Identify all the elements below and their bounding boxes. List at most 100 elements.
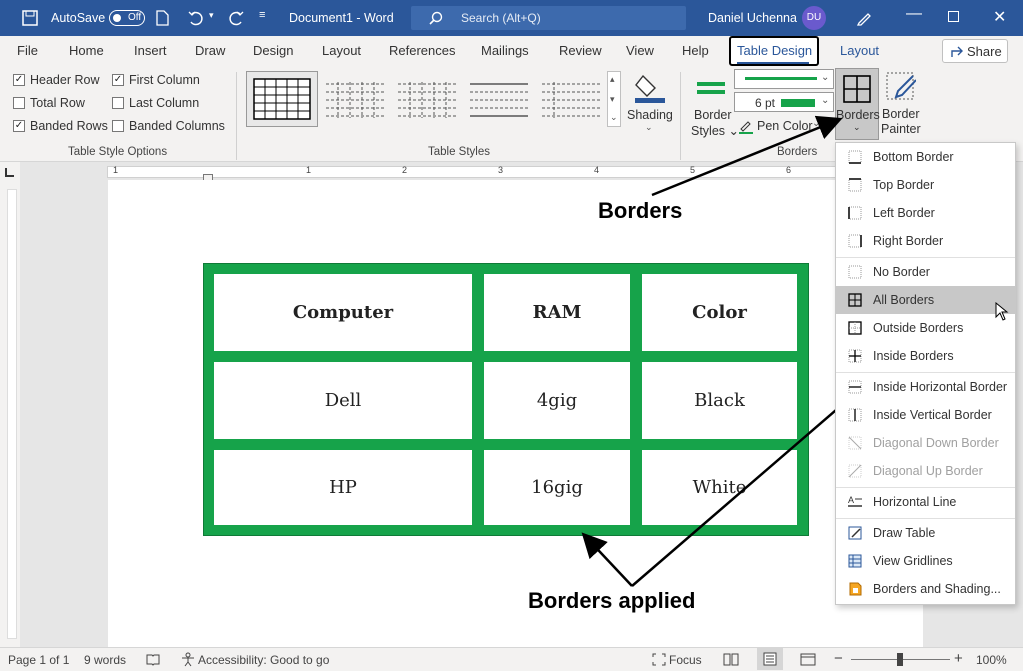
menu-item-borders-and-shading[interactable]: Borders and Shading... <box>836 575 1015 603</box>
table-cell[interactable]: Dell <box>213 361 473 440</box>
menu-item-bottom-border[interactable]: Bottom Border <box>836 143 1015 171</box>
tab-draw[interactable]: Draw <box>195 43 226 58</box>
total-row-checkbox[interactable] <box>13 97 25 109</box>
menu-item-draw-table[interactable]: Draw Table <box>836 519 1015 547</box>
table-style-grid-selected[interactable] <box>246 71 318 127</box>
border-painter-button[interactable]: Border Painter <box>880 68 922 140</box>
zoom-level[interactable]: 100% <box>976 653 1007 667</box>
table-style-3[interactable] <box>394 74 462 124</box>
menu-item-inside-vertical-border[interactable]: Inside Vertical Border <box>836 401 1015 429</box>
tab-view[interactable]: View <box>626 43 654 58</box>
menu-item-label: All Borders <box>873 293 935 307</box>
pen-color-label: Pen Color <box>757 119 813 133</box>
gallery-scroll[interactable]: ▴ ▾ ⌄ <box>607 71 621 127</box>
close-icon[interactable]: ✕ <box>993 9 1007 26</box>
focus-button[interactable]: Focus <box>669 653 702 667</box>
tab-insert[interactable]: Insert <box>134 43 167 58</box>
focus-icon[interactable] <box>652 653 666 666</box>
read-mode-icon[interactable] <box>723 653 739 666</box>
gallery-up-icon[interactable]: ▴ <box>610 74 615 84</box>
pen-icon[interactable] <box>856 10 872 26</box>
web-layout-icon[interactable] <box>800 653 816 666</box>
zoom-out-icon[interactable]: − <box>834 650 843 667</box>
menu-item-inside-borders[interactable]: Inside Borders <box>836 342 1015 370</box>
ribbon-tabs: File Home Insert Draw Design Layout Refe… <box>0 36 1023 66</box>
table-grid-icon <box>253 78 311 120</box>
new-file-icon[interactable] <box>155 10 169 26</box>
tab-selector-icon[interactable] <box>5 168 14 177</box>
redo-icon[interactable] <box>227 10 245 26</box>
menu-item-right-border[interactable]: Right Border <box>836 227 1015 255</box>
first-column-checkbox[interactable]: ✓ <box>112 74 124 86</box>
table-style-5[interactable] <box>538 74 606 124</box>
search-box[interactable]: Search (Alt+Q) <box>411 6 686 30</box>
share-icon <box>951 46 963 57</box>
last-column-checkbox[interactable] <box>112 97 124 109</box>
table-cell[interactable]: 4gig <box>483 361 631 440</box>
undo-icon[interactable] <box>187 10 205 26</box>
ruler-mark: 1 <box>306 165 312 175</box>
menu-item-left-border[interactable]: Left Border <box>836 199 1015 227</box>
table-cell-header[interactable]: Color <box>641 273 798 352</box>
diagonal-up-border-icon <box>848 464 862 478</box>
avatar[interactable]: DU <box>802 6 826 30</box>
table-cell-header[interactable]: RAM <box>483 273 631 352</box>
share-button[interactable]: Share <box>942 39 1008 63</box>
accessibility-status[interactable]: Accessibility: Good to go <box>198 653 330 667</box>
menu-item-inside-horizontal-border[interactable]: Inside Horizontal Border <box>836 373 1015 401</box>
table-cell[interactable]: 16gig <box>483 449 631 526</box>
maximize-icon[interactable] <box>948 11 959 22</box>
menu-item-all-borders[interactable]: All Borders <box>836 286 1015 314</box>
table-cell[interactable]: Black <box>641 361 798 440</box>
zoom-in-icon[interactable]: + <box>954 650 963 667</box>
tab-table-design[interactable]: Table Design <box>729 36 819 66</box>
user-name[interactable]: Daniel Uchenna <box>708 11 797 25</box>
border-styles-button[interactable]: Border Styles ⌄ <box>689 68 739 140</box>
tab-mailings[interactable]: Mailings <box>481 43 529 58</box>
shading-button[interactable]: Shading ⌄ <box>627 68 673 140</box>
line-style-select[interactable]: ⌄ <box>734 69 834 89</box>
line-weight-select[interactable]: 6 pt ⌄ <box>734 92 834 112</box>
undo-dropdown-icon[interactable]: ▾ <box>209 10 214 20</box>
banded-columns-checkbox[interactable] <box>112 120 124 132</box>
gallery-more-icon[interactable]: ⌄ <box>610 112 618 122</box>
tab-help[interactable]: Help <box>682 43 709 58</box>
banded-rows-checkbox[interactable]: ✓ <box>13 120 25 132</box>
word-count[interactable]: 9 words <box>84 653 127 667</box>
print-layout-icon[interactable] <box>763 652 777 666</box>
menu-item-label: Right Border <box>873 234 944 248</box>
ruler-mark: 1 <box>113 165 119 175</box>
menu-item-outside-borders[interactable]: Outside Borders <box>836 314 1015 342</box>
table-cell[interactable]: HP <box>213 449 473 526</box>
table-cell[interactable]: White <box>641 449 798 526</box>
tab-review[interactable]: Review <box>559 43 602 58</box>
table-cell-header[interactable]: Computer <box>213 273 473 352</box>
menu-item-view-gridlines[interactable]: View Gridlines <box>836 547 1015 575</box>
accessibility-icon[interactable] <box>180 652 196 667</box>
customize-toolbar-icon[interactable]: ≡ <box>259 9 266 21</box>
zoom-slider-thumb[interactable] <box>897 653 903 666</box>
minimize-icon[interactable]: — <box>906 5 922 22</box>
borders-button[interactable]: Borders ⌄ <box>835 68 880 140</box>
proofing-icon[interactable] <box>146 653 160 666</box>
inside-borders-icon <box>848 349 862 363</box>
tab-table-layout[interactable]: Layout <box>840 43 880 58</box>
border-painter-label-1: Border <box>882 107 920 121</box>
tab-home[interactable]: Home <box>69 43 104 58</box>
tab-references[interactable]: References <box>389 43 456 58</box>
tab-design[interactable]: Design <box>253 43 294 58</box>
header-row-checkbox[interactable]: ✓ <box>13 74 25 86</box>
menu-item-no-border[interactable]: No Border <box>836 258 1015 286</box>
table-style-4[interactable] <box>466 74 534 124</box>
table-style-2[interactable] <box>322 74 390 124</box>
tab-layout[interactable]: Layout <box>322 43 362 58</box>
autosave-toggle[interactable]: Off <box>109 10 145 26</box>
gallery-down-icon[interactable]: ▾ <box>610 94 615 104</box>
save-icon[interactable] <box>22 10 38 26</box>
page-count[interactable]: Page 1 of 1 <box>8 653 70 667</box>
menu-item-top-border[interactable]: Top Border <box>836 171 1015 199</box>
pen-color-button[interactable]: Pen Color ⌄ <box>736 116 832 136</box>
tab-file[interactable]: File <box>17 43 38 58</box>
last-column-label: Last Column <box>129 96 200 110</box>
